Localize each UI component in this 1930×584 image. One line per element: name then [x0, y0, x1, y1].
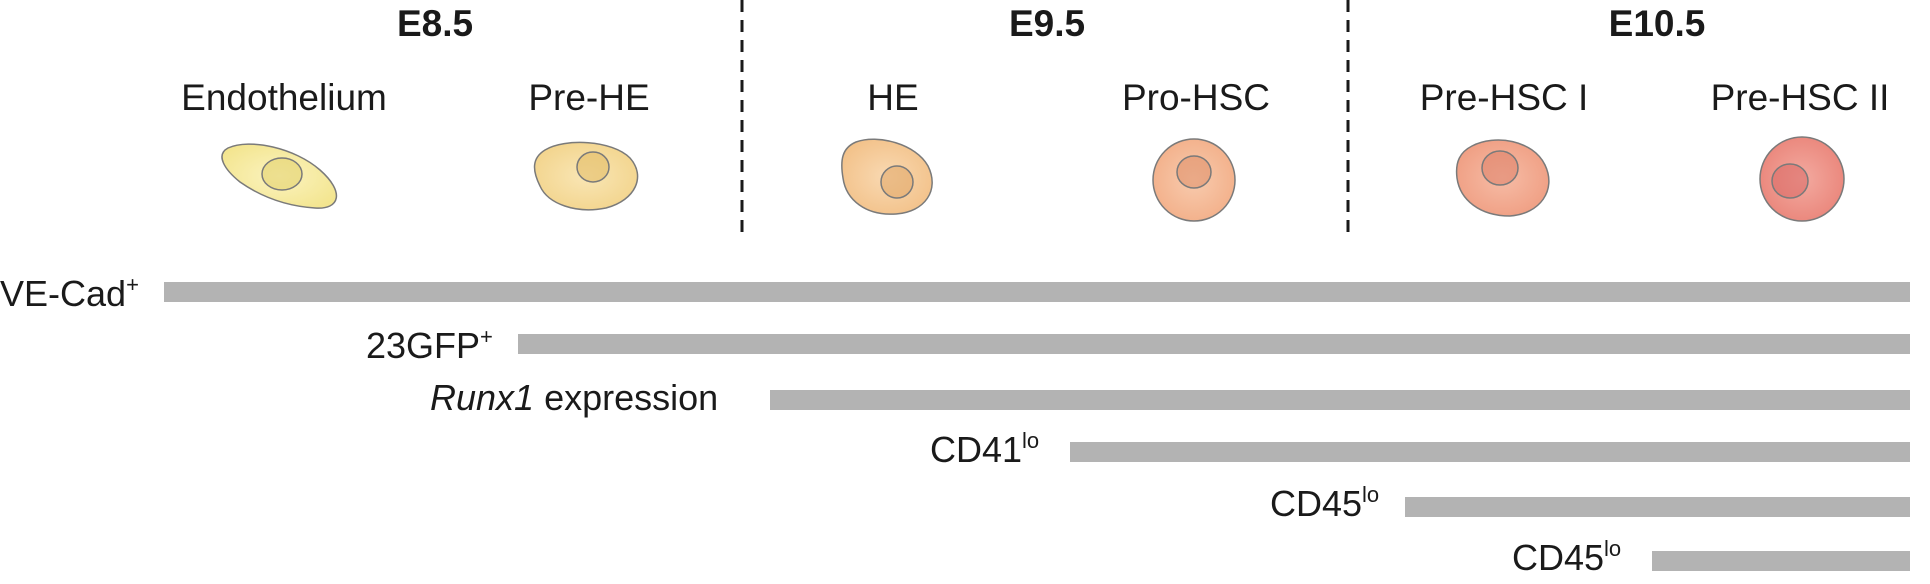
marker-label-runx1-expression: Runx1 expression: [430, 377, 718, 418]
cell-pro-hsc-illustration: [1152, 138, 1236, 222]
cell-he-illustration: [841, 138, 933, 215]
stage-label-e10-5: E10.5: [1609, 3, 1706, 44]
cell-label-pre-he: Pre-HE: [528, 77, 649, 118]
cell-label-endothelium: Endothelium: [181, 77, 387, 118]
marker-label-cd45lo: CD45lo: [1270, 482, 1379, 524]
marker-bar-ve-cad: [164, 282, 1910, 302]
cell-pre-he-illustration: [533, 141, 639, 211]
cell-label-pro-hsc: Pro-HSC: [1122, 77, 1270, 118]
marker-label-cd41lo: CD41lo: [930, 428, 1039, 470]
marker-label-cd45lo-late: CD45lo: [1512, 536, 1621, 578]
cell-endothelium-illustration: [221, 143, 338, 209]
marker-bar-runx1-expression: [770, 390, 1910, 410]
cell-label-pre-hsc-i: Pre-HSC I: [1420, 77, 1589, 118]
cell-label-he: HE: [867, 77, 918, 118]
marker-bar-23gfp: [518, 334, 1910, 354]
marker-label-ve-cad: VE-Cad+: [0, 272, 139, 314]
marker-bar-cd41lo: [1070, 442, 1910, 462]
cell-label-pre-hsc-ii: Pre-HSC II: [1711, 77, 1890, 118]
cell-pre-hsc-i-illustration: [1455, 139, 1550, 217]
marker-bar-cd45lo: [1405, 497, 1910, 517]
stage-label-e8-5: E8.5: [397, 3, 473, 44]
marker-bar-cd45lo-late: [1652, 551, 1910, 571]
marker-label-23gfp: 23GFP+: [366, 324, 493, 366]
stage-label-e9-5: E9.5: [1009, 3, 1085, 44]
cell-pre-hsc-ii-illustration: [1759, 136, 1845, 222]
